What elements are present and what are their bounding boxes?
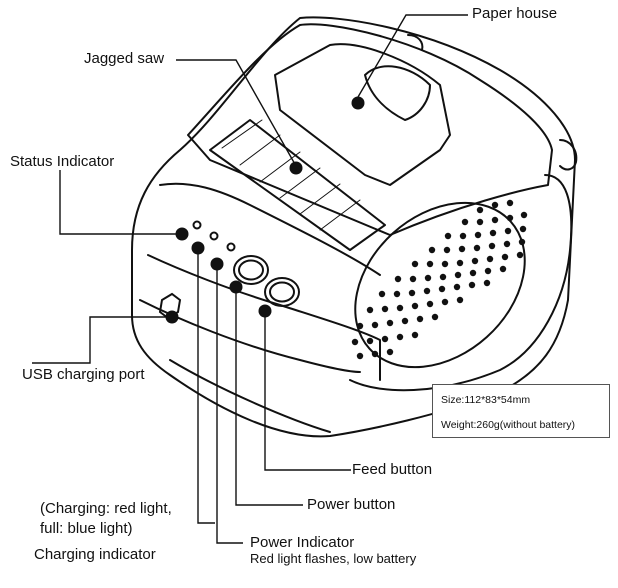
printer-buttons [233,255,300,307]
spec-box: Size:112*83*54mm Weight:260g(without bat… [432,384,610,438]
leader-lines [32,14,468,544]
paper-window [274,43,451,186]
size-spec: Size:112*83*54mm [441,394,531,406]
power-button-label: Power button [307,496,396,513]
paper-house-label: Paper house [472,5,558,22]
lid-outline [187,23,553,236]
leader-dots [165,96,365,324]
power-indicator-label: Power Indicator [250,534,355,551]
speaker-holes [351,199,528,360]
usb-port [158,292,182,320]
side-panel [349,174,573,392]
jagged-saw-label: Jagged saw [84,50,165,67]
charging-note-line1: (Charging: red light, [40,500,172,517]
charging-indicator-label: Charging indicator [34,546,156,563]
charging-note-line2: full: blue light) [40,520,133,537]
front-panel [147,254,381,381]
status-leds [192,220,236,252]
saw-bar [209,119,386,251]
feed-button-label: Feed button [352,461,433,478]
status-indicator-label: Status Indicator [10,153,115,170]
speaker-grille-outline [354,201,526,369]
front-shoulder [159,182,381,276]
power-indicator-note: Red light flashes, low battery [250,551,417,566]
usb-charging-port-label: USB charging port [22,366,145,383]
printer-body-outline [131,16,576,438]
weight-spec: Weight:260g(without battery) [441,419,576,431]
base-bottom [169,359,331,433]
